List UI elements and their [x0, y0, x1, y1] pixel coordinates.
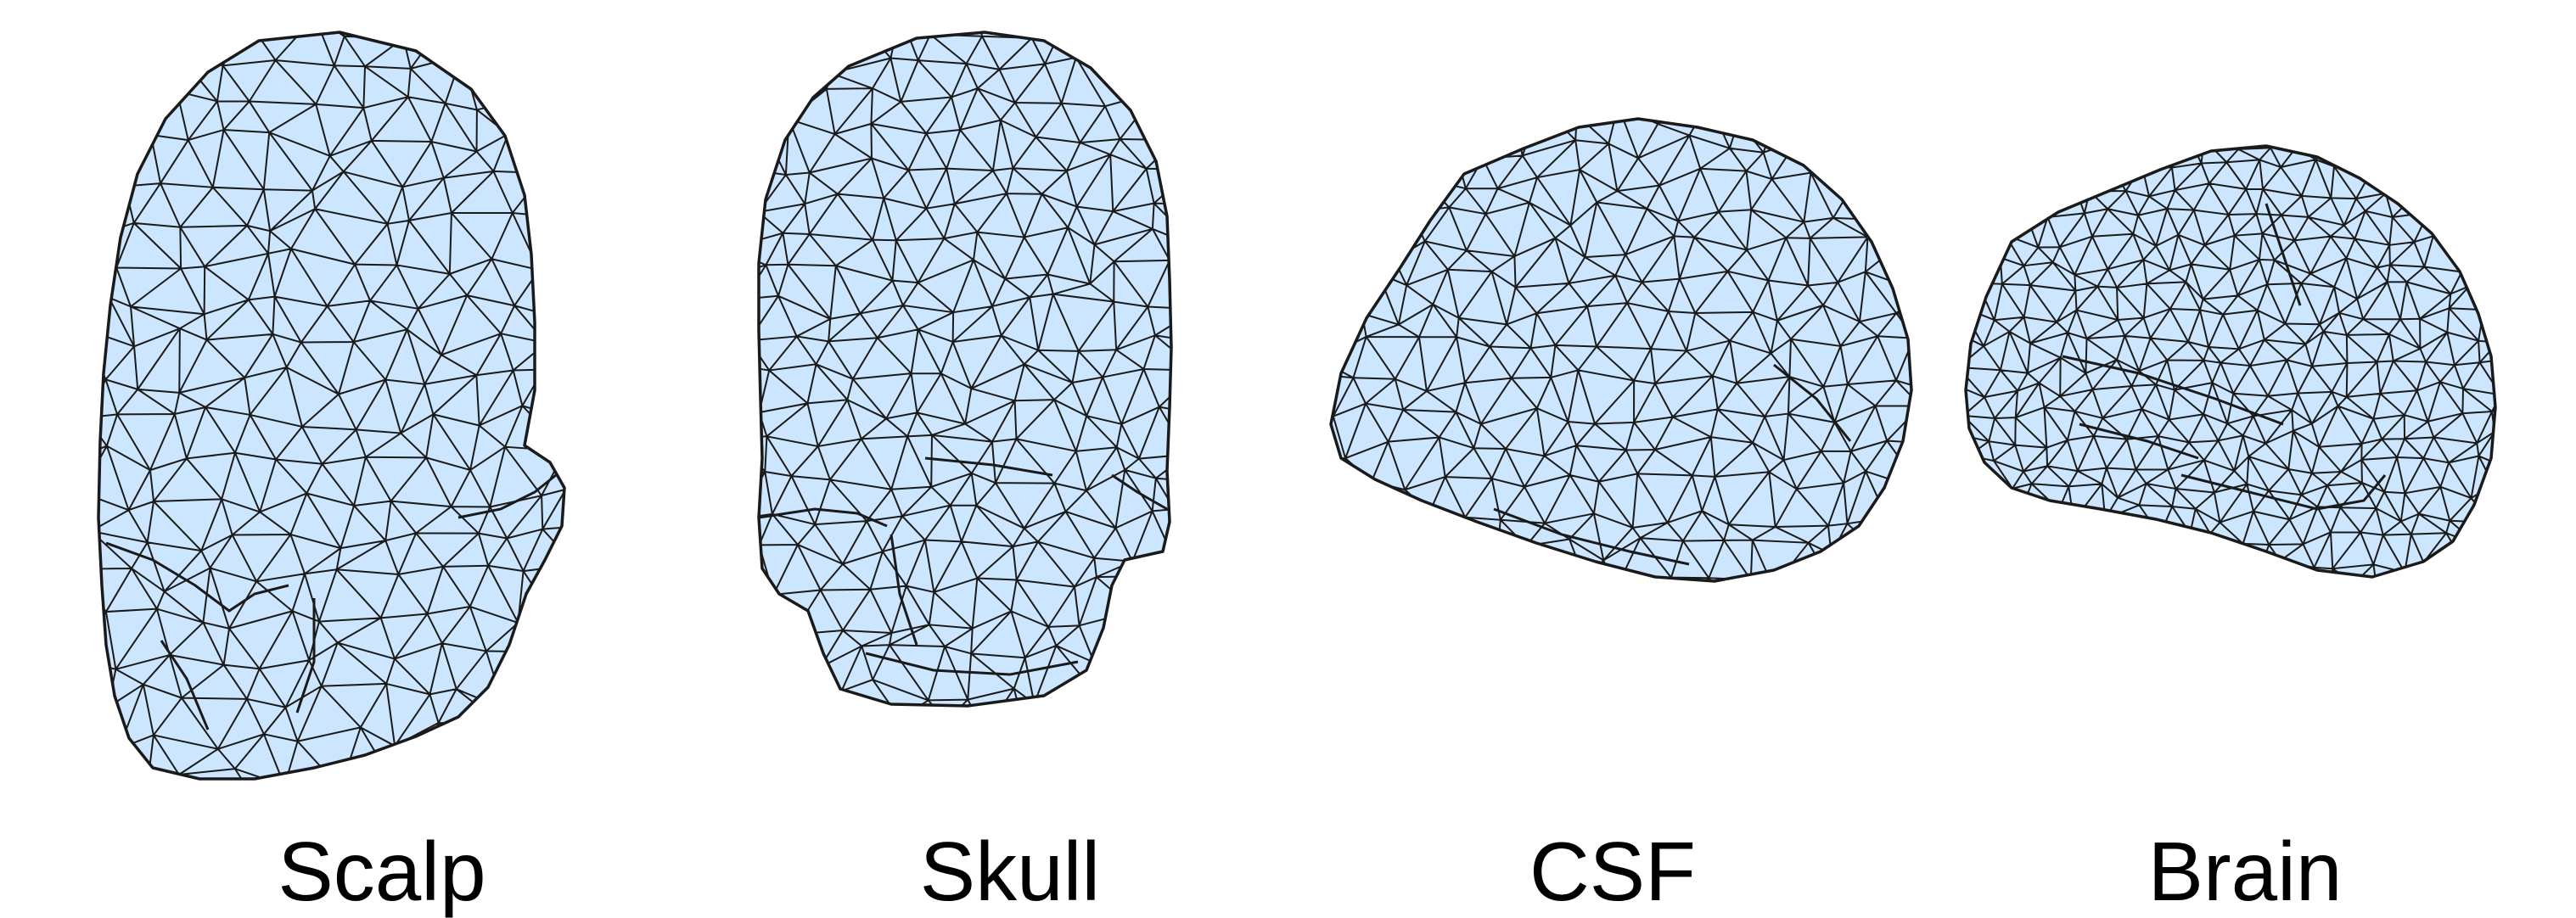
skull-mesh [738, 0, 1282, 814]
scalp-surface [98, 32, 564, 779]
csf-panel: CSF [1299, 0, 1927, 915]
brain-panel: Brain [1944, 0, 2546, 915]
brain-mesh [1944, 0, 2546, 814]
csf-mesh [1299, 0, 1927, 814]
scalp-mesh [59, 0, 704, 814]
brain-label: Brain [1944, 827, 2546, 915]
scalp-panel: Scalp [59, 0, 704, 915]
scalp-label: Scalp [59, 827, 704, 915]
skull-panel: Skull [738, 0, 1282, 915]
skull-label: Skull [738, 827, 1282, 915]
csf-label: CSF [1299, 827, 1927, 915]
